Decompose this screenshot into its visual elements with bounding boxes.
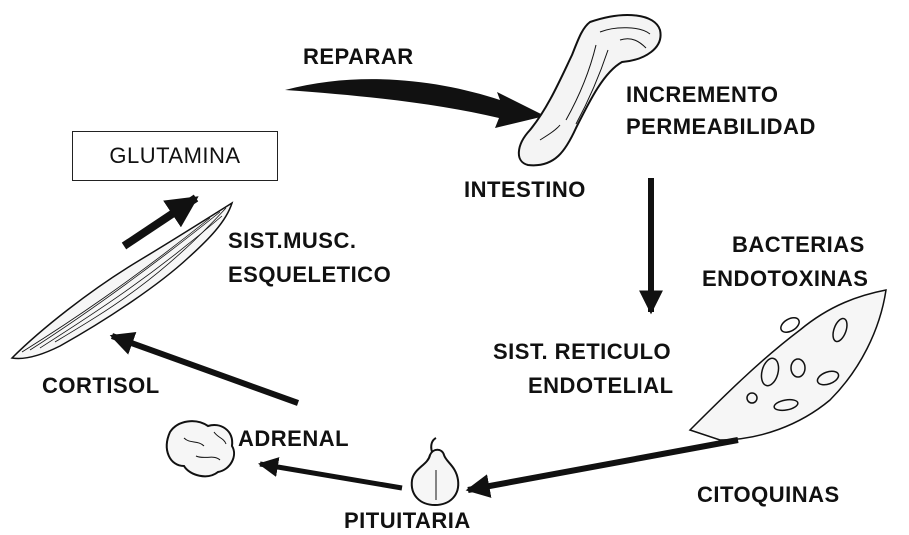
- glutamina-box: GLUTAMINA: [72, 131, 278, 181]
- esqueletico-label: ESQUELETICO: [228, 262, 391, 288]
- pituitaria-label: PITUITARIA: [344, 508, 471, 534]
- citoquinas-label: CITOQUINAS: [697, 482, 840, 508]
- pituitary-illustration: [412, 438, 459, 505]
- reparar-arrow: [285, 79, 545, 128]
- reparar-label: REPARAR: [303, 44, 414, 70]
- muscle-illustration: [12, 203, 232, 359]
- intestino-label: INTESTINO: [464, 177, 586, 203]
- bacterias-label: BACTERIAS: [732, 232, 865, 258]
- incremento-label: INCREMENTO: [626, 82, 779, 108]
- pituitaria-adrenal-arrow: [260, 464, 402, 488]
- cortisol-label: CORTISOL: [42, 373, 160, 399]
- endotelial-label: ENDOTELIAL: [528, 373, 674, 399]
- sist-musc-label: SIST.MUSC.: [228, 228, 356, 254]
- adrenal-illustration: [167, 421, 234, 476]
- sist-reticulo-label: SIST. RETICULO: [493, 339, 671, 365]
- permeabilidad-label: PERMEABILIDAD: [626, 114, 816, 140]
- endotoxinas-label: ENDOTOXINAS: [702, 266, 868, 292]
- bacteria-tissue-illustration: [690, 290, 886, 440]
- adrenal-label: ADRENAL: [238, 426, 349, 452]
